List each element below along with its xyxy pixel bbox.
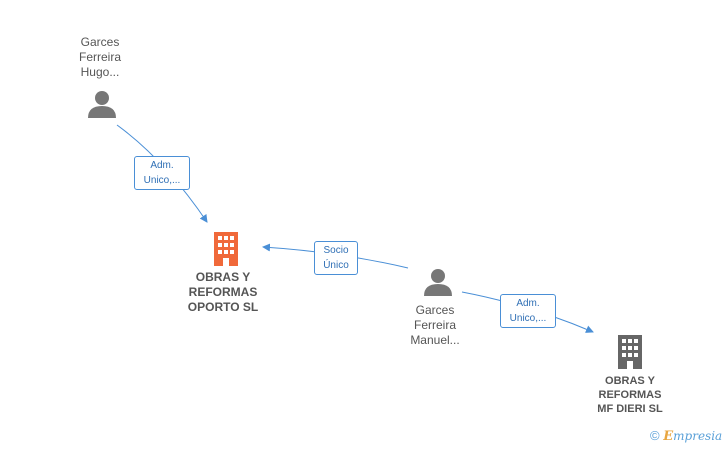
person-manuel-label[interactable]: Garces Ferreira Manuel... [410,303,460,347]
copyright-symbol: © [650,428,660,443]
person-hugo-label[interactable]: Garces Ferreira Hugo... [78,35,121,79]
person-icon[interactable] [87,90,117,118]
building-icon[interactable] [211,232,241,266]
empresia-watermark: © Empresia [650,428,722,444]
building-icon[interactable] [615,335,645,369]
edge-label-hugo-oporto[interactable]: Adm. Unico,... [134,156,190,190]
edge-label-manuel-dieri[interactable]: Adm. Unico,... [500,294,556,328]
brand-name: mpresia [673,429,723,443]
brand-initial: E [663,429,674,444]
person-icon[interactable] [423,268,453,296]
edge-label-manuel-oporto[interactable]: Socio Único [314,241,358,275]
company-oporto-label[interactable]: OBRAS Y REFORMAS OPORTO SL [187,270,259,314]
company-dieri-label[interactable]: OBRAS Y REFORMAS MF DIERI SL [597,375,663,415]
